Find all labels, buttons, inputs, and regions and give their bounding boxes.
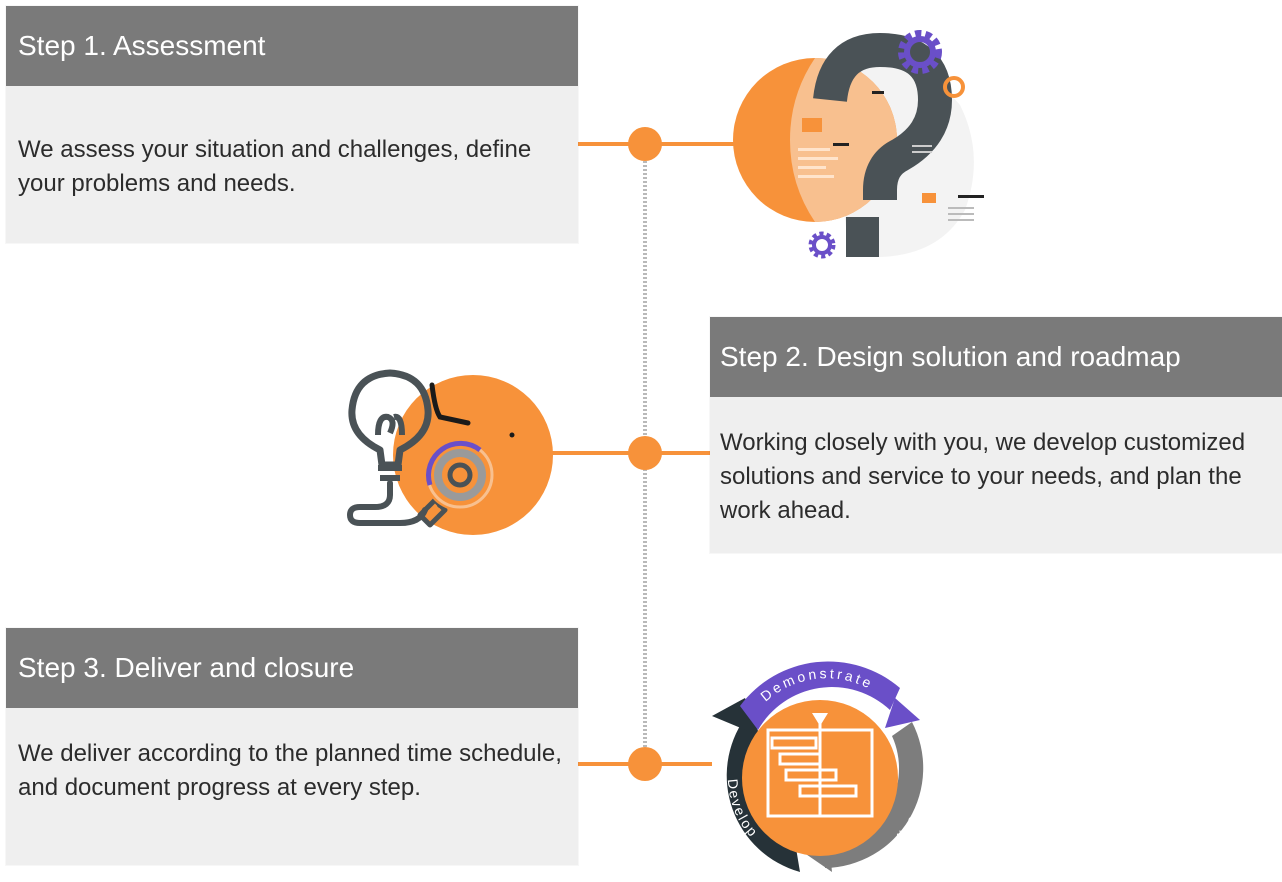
step-description: We assess your situation and challenges,…	[18, 136, 532, 197]
step-description: We deliver according to the planned time…	[18, 740, 562, 801]
step-title: Step 3. Deliver and closure	[6, 628, 578, 708]
step-description: Working closely with you, we develop cus…	[720, 429, 1246, 524]
step-card-design: Step 2. Design solution and roadmap Work…	[710, 317, 1282, 553]
step-title: Step 1. Assessment	[6, 6, 578, 86]
step-card-deliver: Step 3. Deliver and closure We deliver a…	[6, 628, 578, 865]
lightbulb-target-illustration-icon	[346, 369, 553, 535]
timeline-node-step3	[628, 747, 662, 781]
question-mark-illustration-icon	[733, 30, 984, 259]
step-card-assessment: Step 1. Assessment We assess your situat…	[6, 6, 578, 243]
agile-cycle-illustration-icon: Demonstrate Refine Develop	[712, 661, 924, 872]
timeline-node-step2	[628, 436, 662, 470]
gear-icon	[943, 76, 965, 98]
gear-icon	[808, 231, 836, 259]
timeline-node-step1	[628, 127, 662, 161]
gear-icon	[898, 30, 942, 74]
step-title: Step 2. Design solution and roadmap	[710, 317, 1282, 397]
